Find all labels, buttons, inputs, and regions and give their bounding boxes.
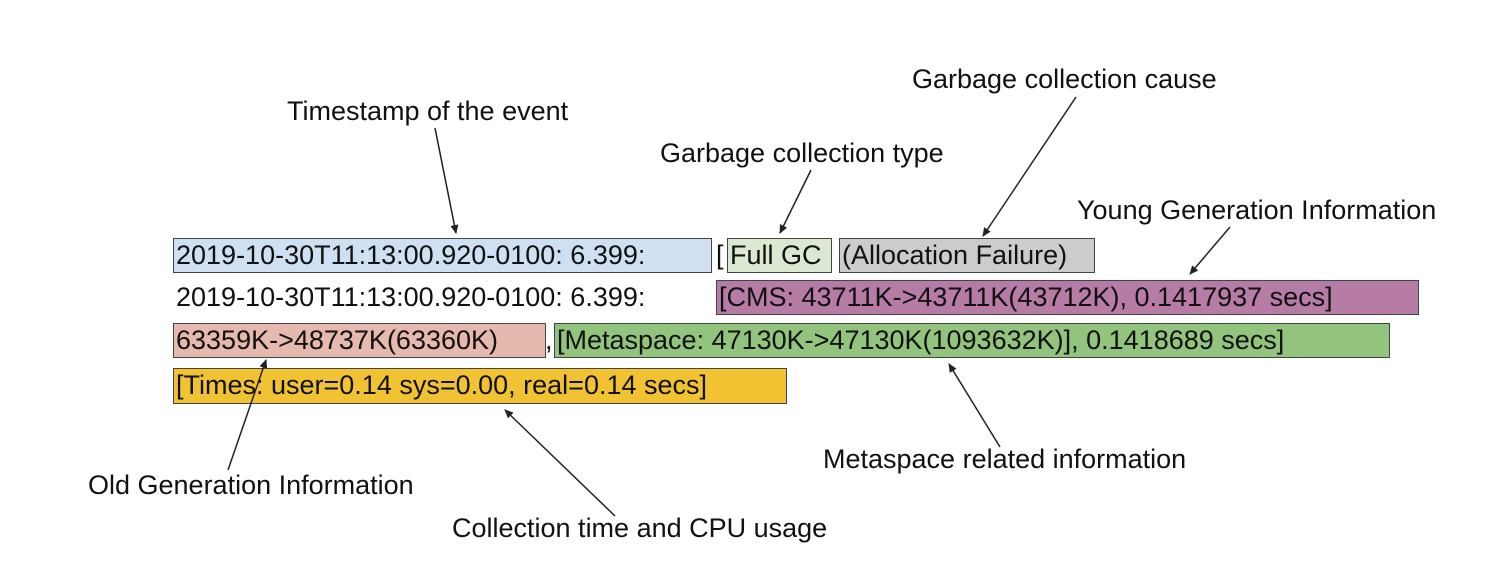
arrow-timestamp (434, 127, 459, 234)
label-gc-cause: Garbage collection cause (912, 64, 1217, 94)
log-line2-young-gen: [CMS: 43711K->43711K(43712K), 0.1417937 … (716, 280, 1419, 315)
label-timestamp: Timestamp of the event (287, 96, 569, 126)
log-line1-gc-type: Full GC (727, 238, 832, 273)
log-line2-timestamp: 2019-10-30T11:13:00.920-0100: 6.399: (176, 282, 646, 312)
label-young-gen: Young Generation Information (1077, 195, 1437, 225)
arrow-collection-time (504, 409, 616, 517)
label-metaspace: Metaspace related information (823, 444, 1187, 474)
arrow-young-gen (1189, 226, 1231, 275)
log-line1-gc-cause: (Allocation Failure) (839, 238, 1095, 273)
label-gc-type: Garbage collection type (660, 138, 944, 168)
label-old-gen: Old Generation Information (88, 470, 414, 500)
log-line1-bracket: [ (716, 240, 724, 270)
log-line3-old-gen: 63359K->48737K(63360K) (173, 323, 546, 358)
log-line3-metaspace: [Metaspace: 47130K->47130K(1093632K)], 0… (554, 323, 1390, 358)
arrow-metaspace (948, 363, 1001, 448)
label-collection-time: Collection time and CPU usage (452, 513, 828, 543)
arrow-old-gen (227, 359, 268, 471)
arrow-gc-cause (982, 96, 1077, 237)
log-line3-separator: , (545, 325, 553, 355)
log-line4-times: [Times: user=0.14 sys=0.00, real=0.14 se… (173, 368, 787, 404)
log-line1-timestamp: 2019-10-30T11:13:00.920-0100: 6.399: (173, 238, 712, 273)
arrow-gc-type (779, 169, 812, 234)
